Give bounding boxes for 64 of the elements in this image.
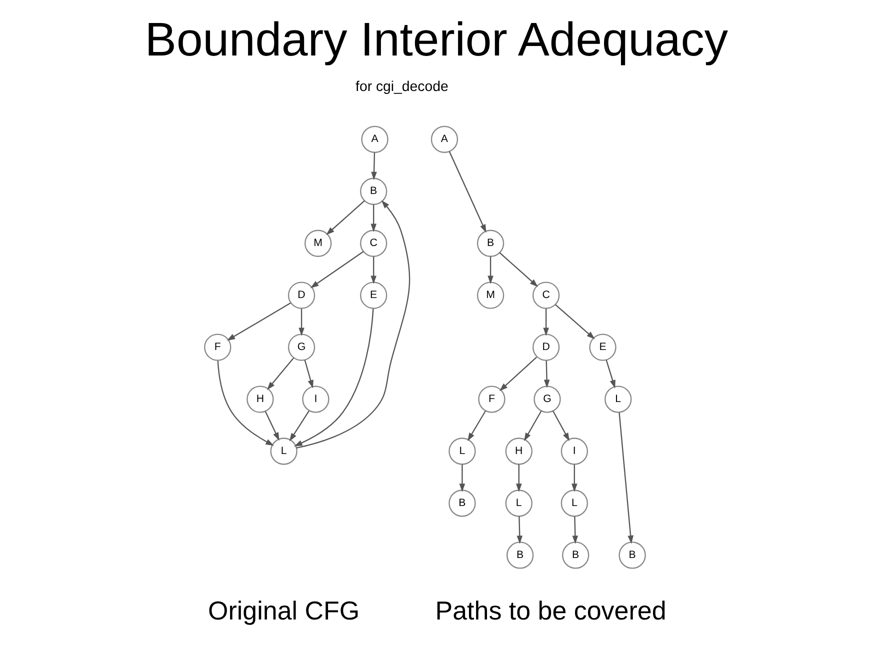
node-circle: I (302, 386, 329, 413)
arrow (266, 358, 294, 390)
arrow (487, 256, 493, 284)
arrow (605, 360, 615, 388)
arrow (216, 360, 274, 446)
node-circle: H (504, 438, 532, 465)
arrow (467, 410, 486, 442)
node-circle: I (560, 438, 588, 465)
node-circle: E (588, 334, 616, 361)
node-circle: L (560, 490, 588, 517)
node-circle: C (360, 230, 387, 257)
node-circle: G (287, 334, 315, 361)
node-circle: A (360, 126, 388, 153)
node-circle: M (304, 230, 332, 257)
arrow (304, 360, 313, 388)
arrow (618, 412, 633, 544)
label: Original CFG (208, 596, 360, 626)
arrow (448, 151, 486, 233)
node-circle: B (618, 542, 646, 569)
arrow (288, 410, 309, 442)
arrow (516, 464, 522, 492)
node-circle: D (532, 334, 560, 361)
node-circle: C (532, 282, 560, 309)
node-circle: L (504, 490, 532, 517)
arrow (571, 464, 577, 492)
node-circle: M (476, 282, 504, 309)
arrow (542, 308, 548, 336)
node-circle: H (246, 386, 274, 413)
node-circle: E (360, 282, 387, 309)
arrow (543, 360, 550, 388)
node-circle: L (604, 386, 632, 413)
arrow (516, 516, 522, 544)
node-circle: D (287, 282, 315, 309)
arrow (294, 308, 374, 446)
node-circle: B (506, 542, 534, 569)
node-circle: B (476, 230, 504, 257)
arrow (370, 152, 376, 180)
node-circle: F (204, 334, 231, 361)
arrow (554, 304, 594, 340)
label: Paths to be covered (434, 596, 666, 626)
arrow (524, 410, 542, 442)
node-circle: B (360, 178, 387, 205)
arrow (370, 256, 376, 284)
arrow (298, 308, 304, 336)
node-circle: B (562, 542, 589, 569)
node-circle: A (430, 126, 458, 153)
arrow (296, 200, 410, 449)
arrow (310, 251, 364, 288)
node-circle: L (448, 438, 476, 465)
arrow (498, 252, 538, 287)
arrow (572, 516, 578, 544)
arrow (498, 356, 536, 392)
arrow (370, 204, 376, 232)
arrow (326, 200, 364, 235)
arrow (226, 302, 290, 341)
node-circle: G (533, 386, 560, 413)
arrow (552, 410, 570, 442)
node-circle: B (448, 490, 476, 517)
node-circle: F (478, 386, 505, 413)
node-circle: L (270, 438, 297, 465)
label: for cgi_decode (355, 79, 448, 96)
arrow (458, 464, 465, 492)
arrow (264, 411, 279, 441)
diagram-title: Boundary Interior Adequacy (144, 14, 728, 67)
